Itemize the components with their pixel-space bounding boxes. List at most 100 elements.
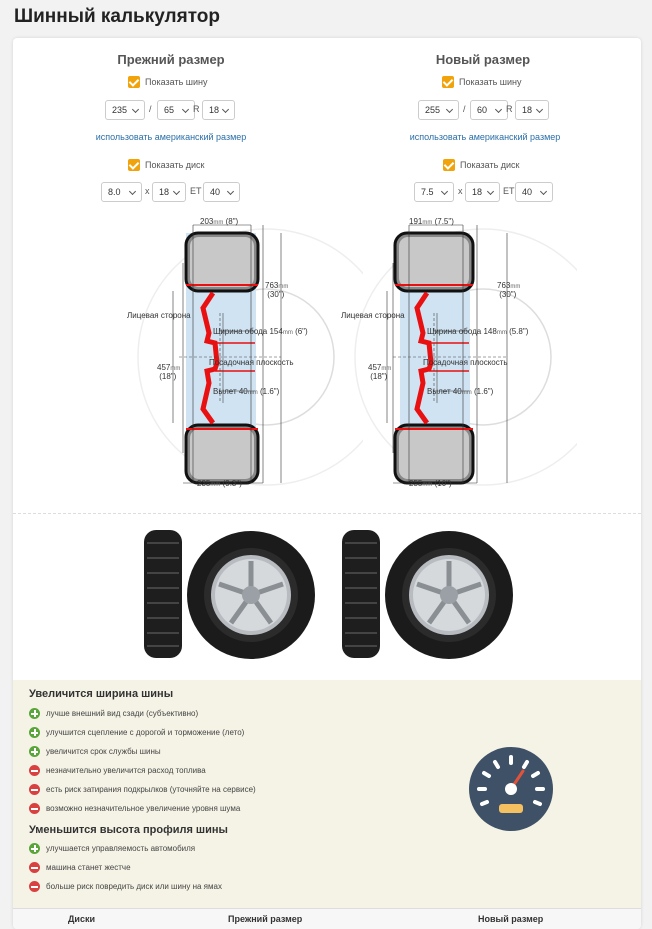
effect-item: машина станет жестче xyxy=(29,862,131,873)
value-inch: (5.8") xyxy=(509,327,529,336)
r-separator: R xyxy=(193,104,200,114)
new-rim-diameter-label: 457mm (18") xyxy=(368,363,391,381)
new-tire-profile-select[interactable]: 60 xyxy=(470,100,508,120)
new-tire-image xyxy=(342,530,513,659)
old-show-tire-checkbox[interactable]: Показать шину xyxy=(128,76,207,88)
effect-item: улучшается управляемость автомобиля xyxy=(29,843,195,854)
old-height-label: 763mm (30") xyxy=(265,281,288,299)
effect-text: лучше внешний вид сзади (субъективно) xyxy=(46,709,199,718)
old-front-side-label: Лицевая сторона xyxy=(127,311,191,320)
effect-item: улучшится сцепление с дорогой и торможен… xyxy=(29,727,244,738)
unit: mm xyxy=(282,330,293,336)
unit: mm xyxy=(278,284,289,290)
new-tire-width-select[interactable]: 255 xyxy=(418,100,459,120)
unit: mm xyxy=(170,366,181,372)
unit: mm xyxy=(422,220,433,226)
old-tire-rim-select[interactable]: 18 xyxy=(202,100,235,120)
new-offset-label: Вылет 40mm (1.6") xyxy=(427,387,493,396)
new-disc-diameter-select[interactable]: 18 xyxy=(465,182,500,202)
new-top-width-label: 191mm (7.5") xyxy=(409,217,454,226)
effect-text: улучшится сцепление с дорогой и торможен… xyxy=(46,728,245,737)
value-inch: (30") xyxy=(499,290,517,299)
comparison-table-header: Диски Прежний размер Новый размер xyxy=(13,908,641,929)
new-show-disc-label: Показать диск xyxy=(460,160,520,170)
effect-text: машина станет жестче xyxy=(46,863,131,872)
old-disc-width-select[interactable]: 8.0 xyxy=(101,182,142,202)
effect-text: больше риск повредить диск или шину на я… xyxy=(46,882,222,891)
value: 191 xyxy=(409,217,423,226)
section-divider xyxy=(13,513,641,514)
value: 154 xyxy=(269,327,283,336)
calculator-card: Прежний размер Показать шину 235 / 65 R … xyxy=(13,38,641,929)
old-size-title: Прежний размер xyxy=(117,52,225,67)
plus-icon xyxy=(29,708,40,719)
old-tire-profile-diagram: 203mm (8") 763mm (30") Лицевая сторона Ш… xyxy=(123,213,363,493)
value: 40 xyxy=(452,387,462,396)
effect-item: есть риск затирания подкрылков (уточняйт… xyxy=(29,784,256,795)
label: Ширина обода xyxy=(427,327,482,336)
new-show-tire-label: Показать шину xyxy=(459,77,522,87)
value: 203 xyxy=(200,217,214,226)
old-show-disc-checkbox[interactable]: Показать диск xyxy=(128,159,204,171)
unit: mm xyxy=(381,366,392,372)
old-rim-diameter-label: 457mm (18") xyxy=(157,363,180,381)
old-tire-width-select[interactable]: 235 xyxy=(105,100,145,120)
effect-item: лучше внешний вид сзади (субъективно) xyxy=(29,708,198,719)
value-inch: (7.5") xyxy=(434,217,454,226)
effect-text: улучшается управляемость автомобиля xyxy=(46,844,196,853)
old-disc-et-select[interactable]: 40 xyxy=(203,182,240,202)
checkbox-checked-icon xyxy=(442,76,454,88)
old-show-tire-label: Показать шину xyxy=(145,77,208,87)
unit: mm xyxy=(210,482,221,488)
et-separator: ET xyxy=(503,186,515,196)
new-show-disc-checkbox[interactable]: Показать диск xyxy=(443,159,519,171)
value-inch: (10") xyxy=(434,479,452,488)
speedometer-icon xyxy=(469,747,553,831)
minus-icon xyxy=(29,803,40,814)
col-old-size: Прежний размер xyxy=(228,914,303,924)
new-american-size-link[interactable]: использовать американский размер xyxy=(409,132,561,142)
new-show-tire-checkbox[interactable]: Показать шину xyxy=(442,76,521,88)
unit: mm xyxy=(510,284,521,290)
new-size-title: Новый размер xyxy=(435,52,531,67)
value-inch: (18") xyxy=(370,372,388,381)
new-rim-width-label: Ширина обода 148mm (5.8") xyxy=(427,327,528,336)
unit: mm xyxy=(422,482,433,488)
value: 763 xyxy=(497,281,511,290)
value-inch: (30") xyxy=(267,290,285,299)
effects-group2-title: Уменьшится высота профиля шины xyxy=(29,824,228,836)
value: 457 xyxy=(157,363,171,372)
old-tire-image xyxy=(144,530,315,659)
checkbox-checked-icon xyxy=(128,76,140,88)
new-disc-et-select[interactable]: 40 xyxy=(515,182,553,202)
effect-item: возможно незначительное увеличение уровн… xyxy=(29,803,240,814)
value: 40 xyxy=(238,387,248,396)
effect-text: незначительно увеличится расход топлива xyxy=(46,766,206,775)
effects-panel: Увеличится ширина шины лучше внешний вид… xyxy=(13,680,641,908)
new-bottom-width-label: 255mm (10") xyxy=(409,479,452,488)
unit: mm xyxy=(461,390,472,396)
checkbox-checked-icon xyxy=(443,159,455,171)
label: Вылет xyxy=(213,387,237,396)
value-inch: (8") xyxy=(225,217,239,226)
new-disc-width-select[interactable]: 7.5 xyxy=(414,182,454,202)
value-inch: (18") xyxy=(159,372,177,381)
page-title: Шинный калькулятор xyxy=(14,6,220,27)
effect-item: больше риск повредить диск или шину на я… xyxy=(29,881,222,892)
new-tire-rim-select[interactable]: 18 xyxy=(515,100,549,120)
col-new-size: Новый размер xyxy=(478,914,544,924)
plus-icon xyxy=(29,746,40,757)
value: 457 xyxy=(368,363,382,372)
effect-text: увеличится срок службы шины xyxy=(46,747,161,756)
effect-text: есть риск затирания подкрылков (уточняйт… xyxy=(46,785,256,794)
value: 148 xyxy=(483,327,497,336)
old-american-size-link[interactable]: использовать американский размер xyxy=(95,132,247,142)
new-front-side-label: Лицевая сторона xyxy=(341,311,405,320)
old-disc-diameter-select[interactable]: 18 xyxy=(152,182,186,202)
value-inch: (1.6") xyxy=(259,387,280,396)
et-separator: ET xyxy=(190,186,202,196)
unit: mm xyxy=(247,390,258,396)
value: 235 xyxy=(197,479,211,488)
unit: mm xyxy=(496,330,507,336)
old-tire-profile-select[interactable]: 65 xyxy=(157,100,195,120)
